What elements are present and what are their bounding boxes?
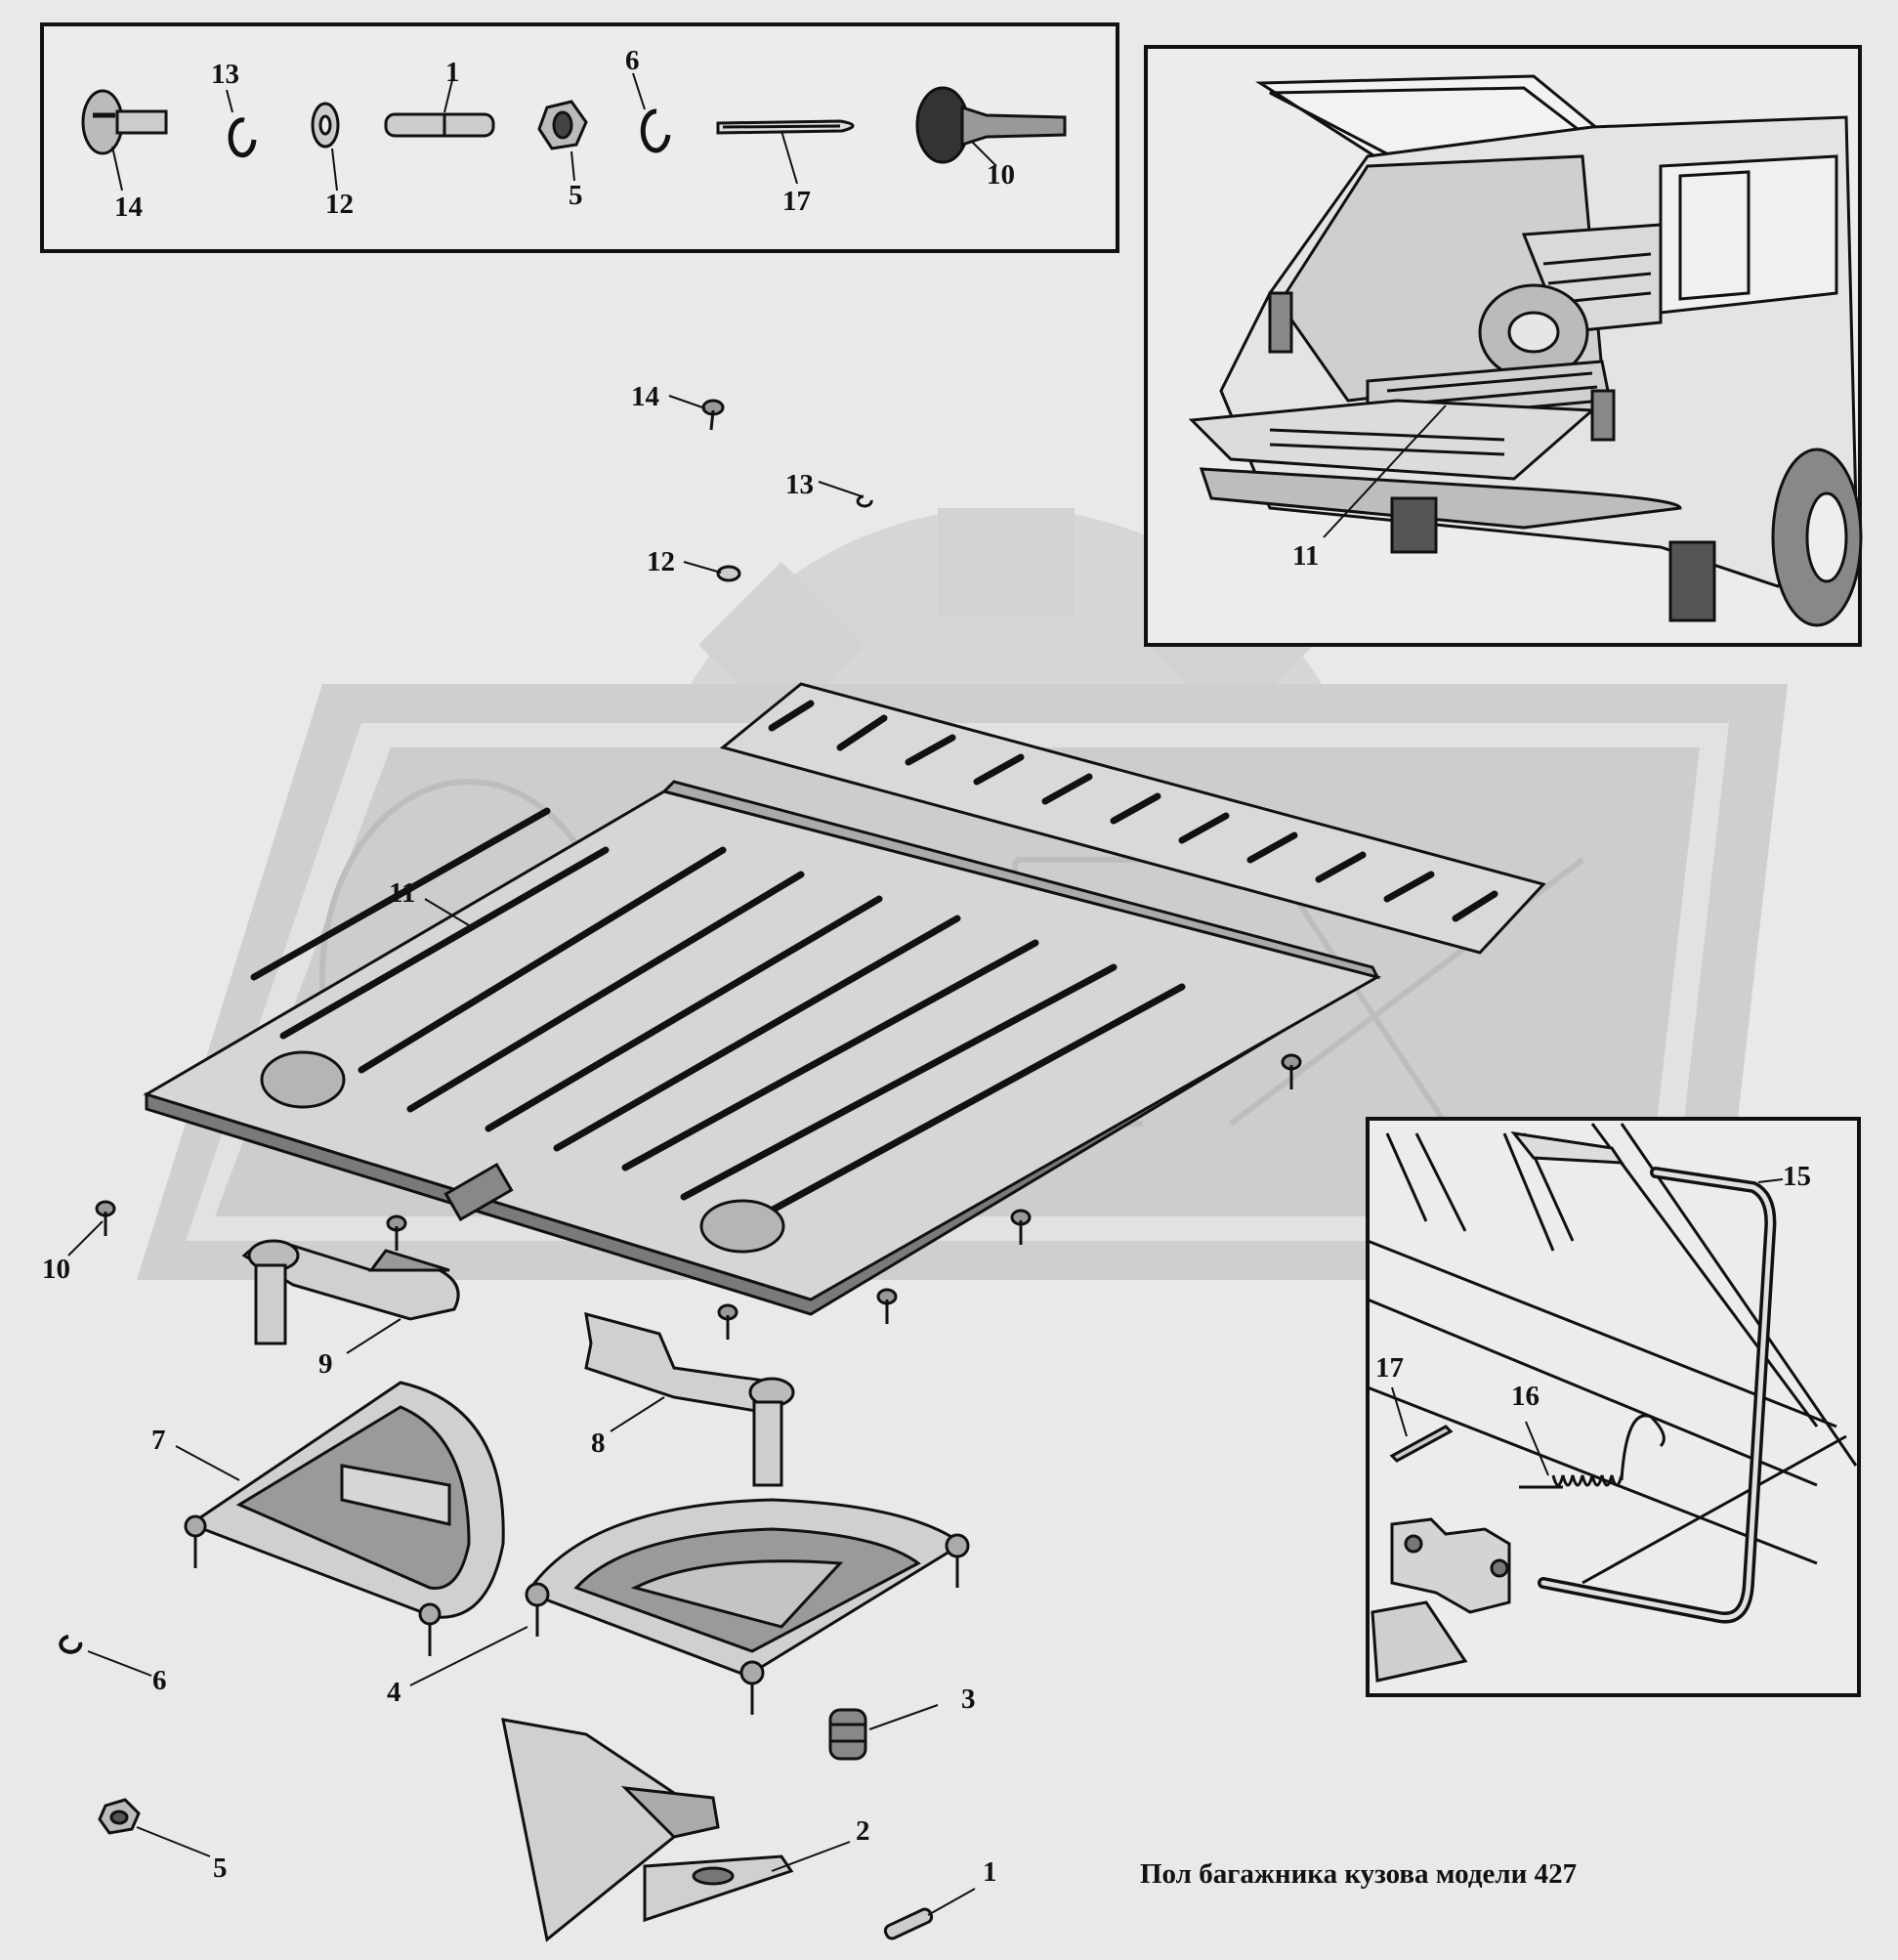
callout-13-mid: 13 bbox=[785, 469, 814, 500]
nut-5-loose bbox=[98, 1798, 141, 1835]
spring-washer-13 bbox=[228, 117, 257, 158]
callout-5-top: 5 bbox=[569, 180, 583, 211]
callout-6-top: 6 bbox=[625, 45, 640, 76]
cotter-pin-17-inset bbox=[1389, 1425, 1454, 1463]
loose-fasteners-top bbox=[668, 395, 873, 582]
washer-12-loose bbox=[716, 565, 741, 582]
callout-2: 2 bbox=[856, 1815, 870, 1847]
hardware-legend-box bbox=[40, 22, 1119, 253]
nut-5 bbox=[537, 100, 588, 150]
small-parts-bottom bbox=[59, 1635, 976, 1942]
callout-17-top: 17 bbox=[782, 186, 811, 217]
callout-16: 16 bbox=[1511, 1381, 1539, 1412]
hinge-bracket-9 bbox=[241, 1239, 460, 1345]
spring-washer-6-loose bbox=[59, 1635, 83, 1654]
callout-4: 4 bbox=[387, 1677, 401, 1708]
callout-14-top: 14 bbox=[114, 192, 143, 223]
trunk-floor-panel-11 bbox=[143, 780, 1381, 1316]
hinge-bracket-8 bbox=[584, 1311, 795, 1487]
callout-10-left: 10 bbox=[42, 1254, 70, 1285]
callout-1-bottom: 1 bbox=[983, 1856, 997, 1888]
torsion-rod-inset bbox=[1366, 1117, 1861, 1697]
callout-3: 3 bbox=[961, 1683, 976, 1715]
support-bracket bbox=[501, 1718, 720, 1942]
callout-12-mid: 12 bbox=[647, 546, 675, 577]
leader-11-floor bbox=[424, 898, 475, 929]
callout-1-top: 1 bbox=[445, 57, 460, 88]
storage-well-7 bbox=[184, 1381, 505, 1656]
rubber-buffer-3 bbox=[828, 1708, 867, 1761]
rear-strip-panel bbox=[719, 682, 1546, 955]
spring-washer-13-loose bbox=[856, 494, 873, 508]
spring-washer-6 bbox=[640, 108, 671, 153]
callout-17-inset: 17 bbox=[1375, 1352, 1404, 1384]
car-rear-inset bbox=[1144, 45, 1863, 647]
cotter-pin-17 bbox=[716, 119, 855, 135]
leader-lines-top bbox=[111, 72, 997, 192]
diagram-caption: Пол багажника кузова модели 427 bbox=[1140, 1858, 1578, 1890]
callout-6-left: 6 bbox=[152, 1665, 167, 1696]
callout-7: 7 bbox=[151, 1425, 166, 1456]
washer-12 bbox=[311, 102, 340, 149]
callout-10-top: 10 bbox=[987, 159, 1015, 191]
rubber-bumper-10 bbox=[915, 86, 1067, 164]
hinge-bracket-inset bbox=[1371, 1517, 1511, 1683]
storage-well-4 bbox=[525, 1498, 970, 1715]
callout-9: 9 bbox=[318, 1348, 333, 1380]
callout-11-car: 11 bbox=[1292, 540, 1320, 572]
bolt-14 bbox=[81, 89, 168, 155]
bolt-14-loose bbox=[701, 399, 725, 431]
pin-1 bbox=[384, 112, 495, 138]
spring-16 bbox=[1519, 1414, 1666, 1489]
callout-5-left: 5 bbox=[213, 1853, 228, 1884]
leader-11-car bbox=[1323, 405, 1447, 538]
callout-12-top: 12 bbox=[325, 189, 354, 220]
callout-14-mid: 14 bbox=[631, 381, 659, 412]
pin-1-loose bbox=[883, 1907, 934, 1940]
callout-15: 15 bbox=[1783, 1161, 1811, 1192]
callout-8: 8 bbox=[591, 1427, 606, 1459]
plate-2 bbox=[643, 1854, 794, 1923]
callout-11-floor: 11 bbox=[389, 877, 416, 909]
callout-13-top: 13 bbox=[211, 59, 239, 90]
floor-bumpers-10 bbox=[95, 1053, 1302, 1340]
